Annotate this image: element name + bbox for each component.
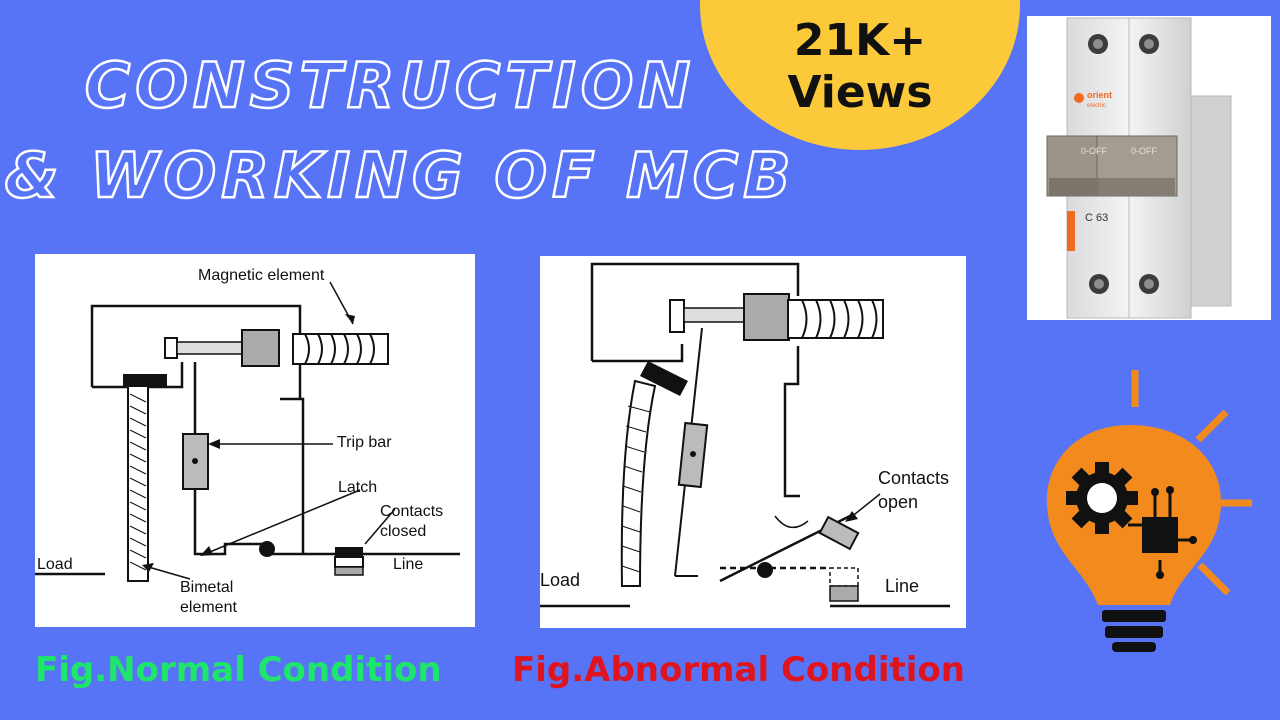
- label-contacts-open-1: Contacts: [878, 468, 949, 488]
- views-badge-text: 21K+ Views: [700, 15, 1020, 119]
- views-count: 21K+: [793, 15, 927, 66]
- brand-logo-text: orient: [1087, 90, 1112, 100]
- label-bimetal-1: Bimetal: [180, 579, 233, 596]
- switch-label-1: 0-OFF: [1081, 146, 1108, 156]
- caption-abnormal-condition: Fig.Abnormal Condition: [512, 650, 965, 690]
- title-line-1: CONSTRUCTION: [83, 49, 696, 122]
- switch-label-2: 0-OFF: [1131, 146, 1158, 156]
- label-line: Line: [393, 556, 423, 573]
- label-bimetal-2: element: [180, 599, 237, 616]
- brand-logo-subtext: electric: [1087, 103, 1106, 109]
- caption-normal-condition: Fig.Normal Condition: [35, 650, 442, 690]
- label-contacts-closed-2: closed: [380, 523, 426, 540]
- label-trip-bar: Trip bar: [337, 434, 392, 451]
- diagram-abnormal-condition: Contacts open Load Line: [540, 256, 966, 628]
- label-contacts-closed-1: Contacts: [380, 503, 443, 520]
- mcb-product-photo: 0-OFF 0-OFF orient electric C 63: [1027, 16, 1271, 320]
- label-magnetic-element: Magnetic element: [198, 267, 325, 284]
- label-latch: Latch: [338, 479, 377, 496]
- label-load-abnormal: Load: [540, 570, 580, 590]
- lightbulb-gear-icon: [1030, 365, 1280, 665]
- title-line-2: & WORKING OF MCB: [3, 139, 796, 212]
- label-contacts-open-2: open: [878, 492, 918, 512]
- diagram-normal-condition: Magnetic element Trip bar Latch Contacts…: [35, 254, 475, 627]
- label-load: Load: [37, 556, 73, 573]
- label-line-abnormal: Line: [885, 576, 919, 596]
- views-label: Views: [787, 67, 933, 118]
- rating-text: C 63: [1085, 212, 1108, 224]
